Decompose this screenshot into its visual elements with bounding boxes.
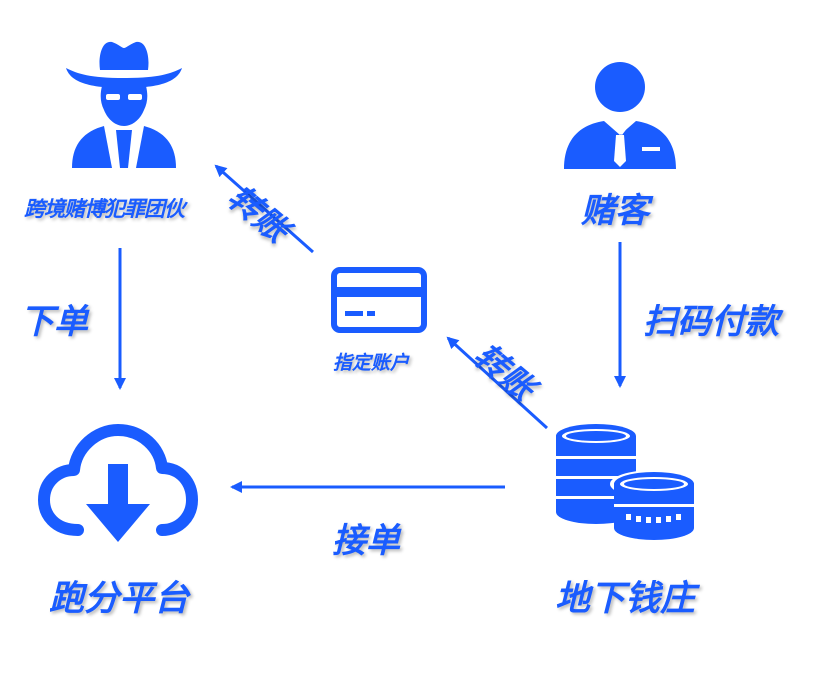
node-label-designated-account: 指定账户 (333, 352, 410, 374)
node-label-underground-bank: 地下钱庄 (555, 579, 696, 619)
node-label-gambler: 赌客 (581, 191, 649, 231)
businessman-icon (564, 62, 676, 169)
arrow-transfer-2 (446, 336, 549, 430)
bank-card-icon (331, 267, 427, 333)
arrow-transfer-1 (214, 164, 314, 254)
node-label-crime-gang: 跨境赌博犯罪团伙 (24, 197, 185, 221)
edge-label-order: 下单 (20, 302, 88, 342)
edge-label-scan-pay: 扫码付款 (643, 302, 779, 342)
coin-stacks-icon (556, 424, 698, 540)
edge-label-accept: 接单 (332, 521, 400, 561)
node-label-running-score-platform: 跑分平台 (49, 579, 190, 619)
cloud-download-icon (38, 424, 198, 542)
cowboy-person-icon (66, 41, 182, 168)
